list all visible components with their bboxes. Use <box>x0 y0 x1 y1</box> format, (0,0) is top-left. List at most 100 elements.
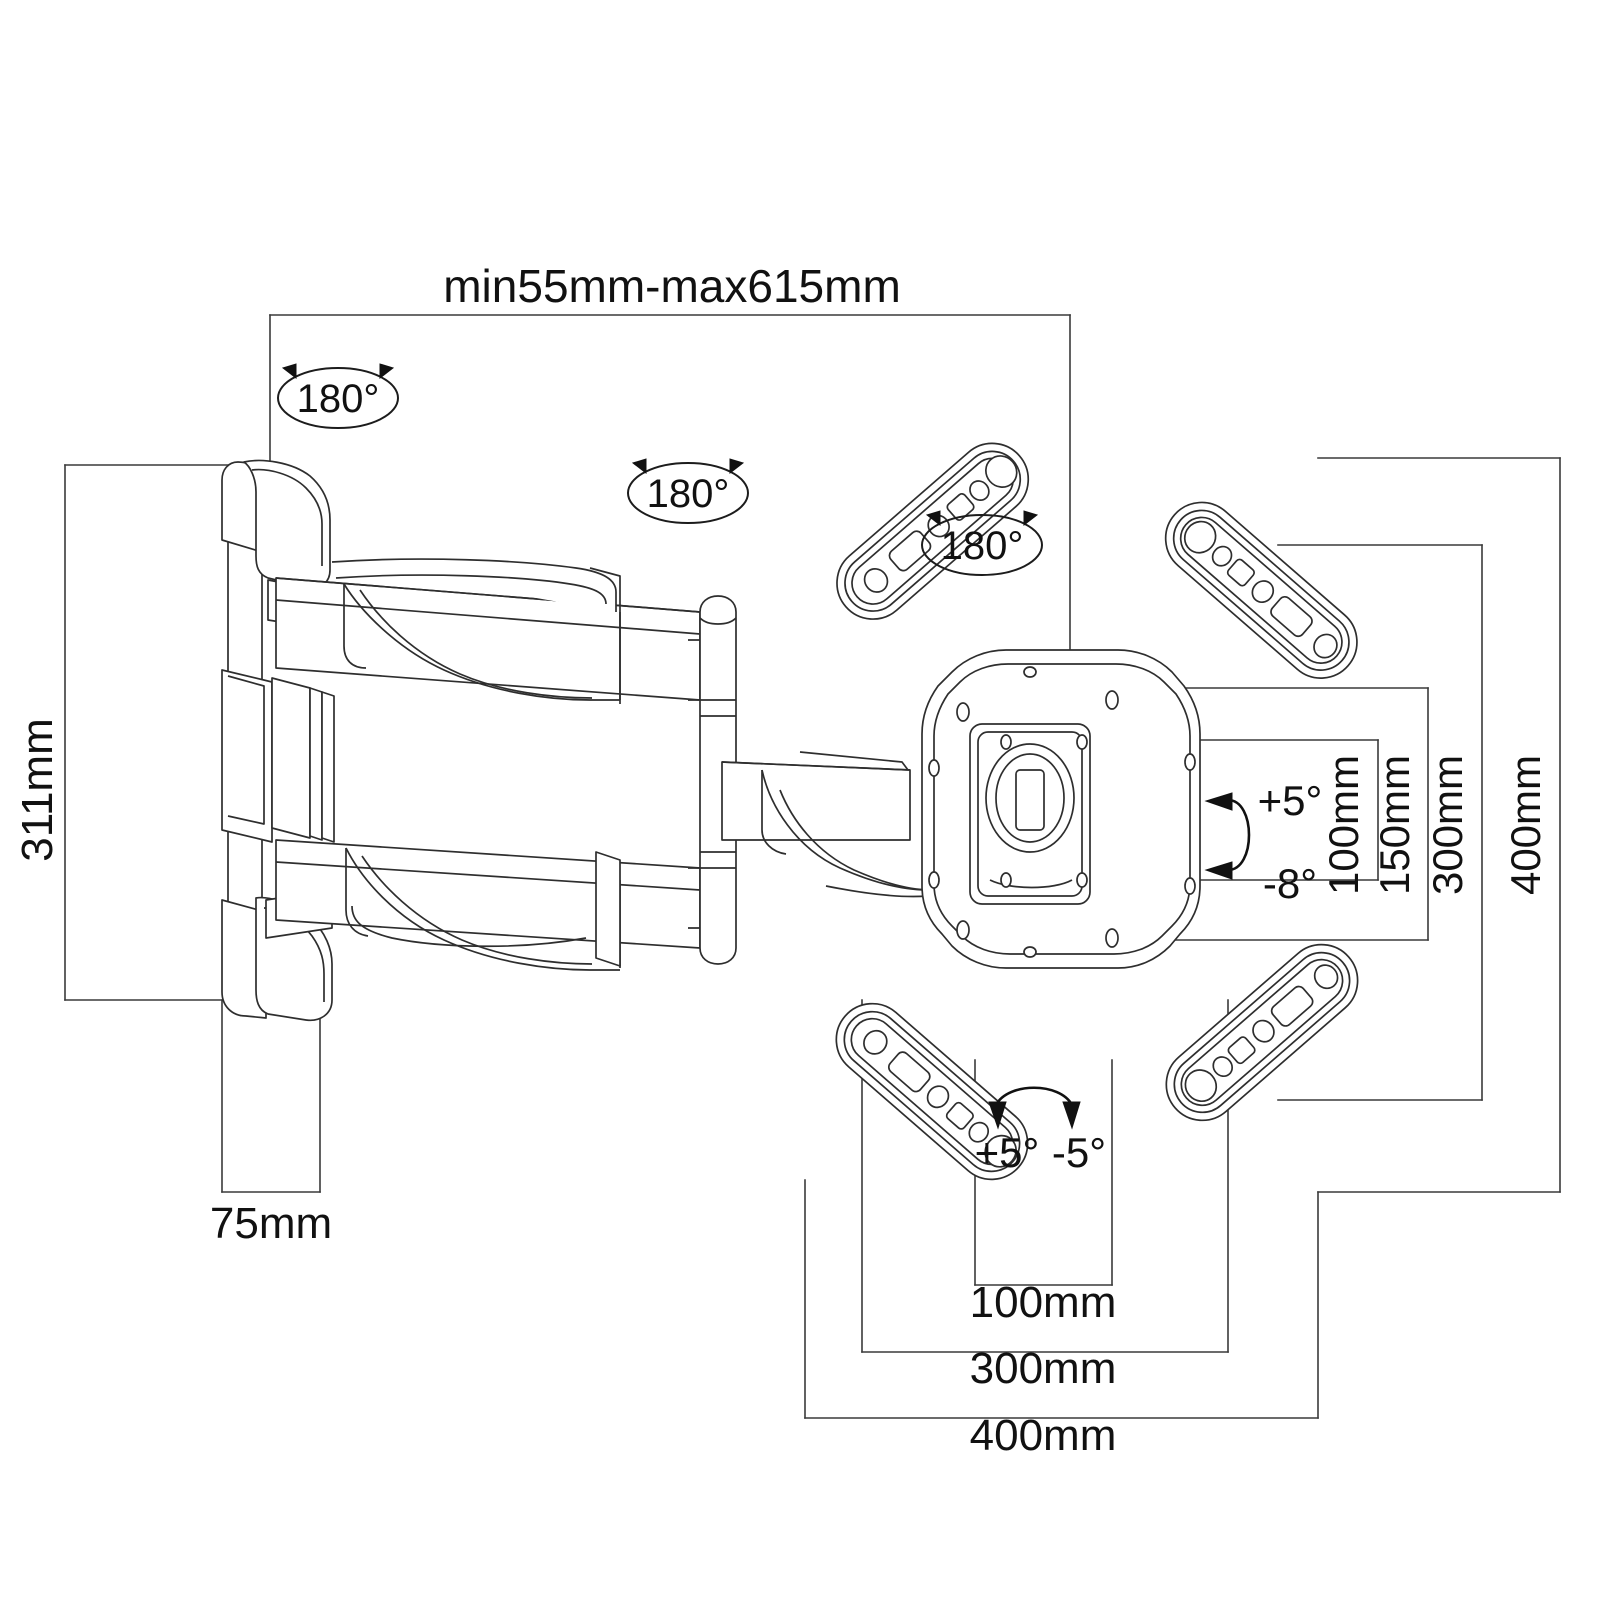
label-roll-right: -5° <box>1052 1129 1106 1176</box>
arm-tr-hole-end <box>1313 633 1338 659</box>
upper-arm-edge-mid <box>275 599 701 635</box>
upper-arm <box>275 558 701 704</box>
vesa-plate-center-recess-inner <box>977 731 1083 897</box>
vesa-plate-center-lip <box>989 879 1073 889</box>
extension-arm-top-right <box>1164 501 1358 679</box>
swivel-badge-head: 180° <box>921 510 1043 576</box>
swivel-badge-mid-ellipse <box>627 462 749 524</box>
extension-arm-bottom-left <box>835 1002 1029 1181</box>
roll-arrow-right <box>1062 1101 1081 1130</box>
head-link-arm <box>721 751 931 898</box>
arm-bl-hole-2 <box>968 1121 990 1143</box>
vesa-hole-tr <box>1105 690 1119 710</box>
rotation-badges: 180° 180° 180° <box>277 363 1043 576</box>
vesa-hole-bottom-center <box>1023 946 1037 958</box>
arm-bl-hole-end <box>863 1029 888 1055</box>
lower-arm-curve-a <box>345 847 620 971</box>
vesa-hole-right-low <box>1184 877 1196 895</box>
arm-br-inner2 <box>1180 958 1344 1107</box>
arm-bl-hole-pivot <box>984 1134 1017 1168</box>
label-tilt-up: +5° <box>1258 777 1323 824</box>
lower-arm-shell-cap <box>595 851 621 967</box>
head-link-curve-a <box>761 769 929 891</box>
vesa-hole-bl <box>956 920 970 940</box>
arm-tr-inner2 <box>1179 516 1343 664</box>
label-vesa-h-100mm: 100mm <box>970 1278 1117 1327</box>
vesa-hole-inner-bl <box>1000 872 1012 888</box>
vesa-hole-left-low <box>928 871 940 889</box>
arm-tl-inner1 <box>844 450 1022 612</box>
swivel-badge-head-label: 180° <box>941 524 1024 568</box>
upper-arm-cover-inner <box>335 574 607 605</box>
vesa-hole-inner-tr <box>1076 734 1088 750</box>
tilt-arrow-up <box>1204 792 1233 811</box>
head-link-base <box>825 885 929 898</box>
swivel-badge-wall-ellipse <box>277 367 399 429</box>
arm-tl-hole-2 <box>969 480 990 501</box>
upper-arm-shell-left <box>343 584 367 669</box>
mount-illustration <box>221 442 1359 1181</box>
head-link-cover-top <box>799 751 909 771</box>
arm-tl-slot-2 <box>946 492 975 521</box>
vesa-hole-right-mid <box>1184 753 1196 771</box>
extension-arm-bottom-right <box>1165 943 1359 1122</box>
lower-arm-curve-b <box>361 855 593 965</box>
pivot-post-tube <box>699 595 737 965</box>
arm-tr-inner1 <box>1172 509 1350 671</box>
upper-arm-curve-b <box>359 589 593 699</box>
vesa-hole-inner-tl <box>1000 734 1012 750</box>
upper-arm-edge-top <box>275 577 701 613</box>
head-link-shell <box>761 770 787 855</box>
vesa-hole-top-center <box>1023 666 1037 678</box>
swivel-badge-mid-label: 180° <box>647 472 730 516</box>
swivel-badge-wall-arrow-left <box>281 363 297 380</box>
swivel-badge-wall: 180° <box>277 363 399 429</box>
label-depth-75mm: 75mm <box>210 1199 332 1248</box>
vesa-hole-br <box>1105 928 1119 948</box>
arm-br-slot-2 <box>1227 1036 1256 1065</box>
arm-br-hole-end <box>1313 964 1339 990</box>
lower-arm <box>275 839 701 971</box>
arm-tl-slot-1 <box>888 530 932 572</box>
head-link-edge <box>721 761 911 771</box>
tilt-arc-vertical <box>1227 798 1251 872</box>
vesa-head-plate <box>921 649 1201 969</box>
head-link-body <box>721 761 911 841</box>
label-vesa-v-150mm: 150mm <box>1371 755 1418 895</box>
label-vesa-v-100mm: 100mm <box>1320 755 1367 895</box>
wall-plate-top-highlight <box>251 468 323 566</box>
extension-arm-top-left <box>836 442 1030 620</box>
tilt-arrow-down <box>1204 861 1233 880</box>
label-tilt-down: -8° <box>1263 860 1317 907</box>
arm-bl-slot-2 <box>945 1101 974 1130</box>
label-roll-left: +5° <box>975 1129 1040 1176</box>
wall-plate-bottom-cap <box>221 899 267 1019</box>
arm-br-inner1 <box>1173 951 1351 1114</box>
label-vesa-v-400mm: 400mm <box>1502 755 1549 895</box>
arm-tr-slot-1 <box>1270 595 1313 638</box>
roll-arrow-left <box>988 1101 1007 1130</box>
vesa-plate-inner-outline <box>933 663 1191 955</box>
dimension-text-labels: min55mm-max615mm 311mm 75mm 100mm 150mm … <box>13 260 1549 1460</box>
arm-br-hole-2 <box>1212 1056 1234 1078</box>
arm-tl-hole-end <box>863 568 889 593</box>
swivel-badge-mid: 180° <box>627 458 749 524</box>
vesa-plate-center-boss-inner <box>995 753 1065 843</box>
head-link-curve-b <box>779 789 931 891</box>
arm-bl-hole-1 <box>926 1085 950 1109</box>
upper-arm-cover-top <box>331 558 617 612</box>
wall-plate-mid-rib-b <box>321 691 335 843</box>
label-height-311mm: 311mm <box>13 718 62 861</box>
label-vesa-h-400mm: 400mm <box>970 1411 1117 1460</box>
wall-plate-mid-block-face <box>271 677 311 839</box>
roll-arc-horizontal <box>994 1086 1074 1106</box>
swivel-badge-wall-label: 180° <box>297 377 380 421</box>
wall-plate-mid-block <box>221 669 273 843</box>
arm-bl-slot-1 <box>887 1051 931 1093</box>
arm-br-hole-1 <box>1252 1019 1275 1043</box>
pivot-post-bosses <box>688 639 700 929</box>
swivel-badge-head-ellipse <box>921 514 1043 576</box>
swivel-badge-wall-arrow-right <box>379 363 395 380</box>
